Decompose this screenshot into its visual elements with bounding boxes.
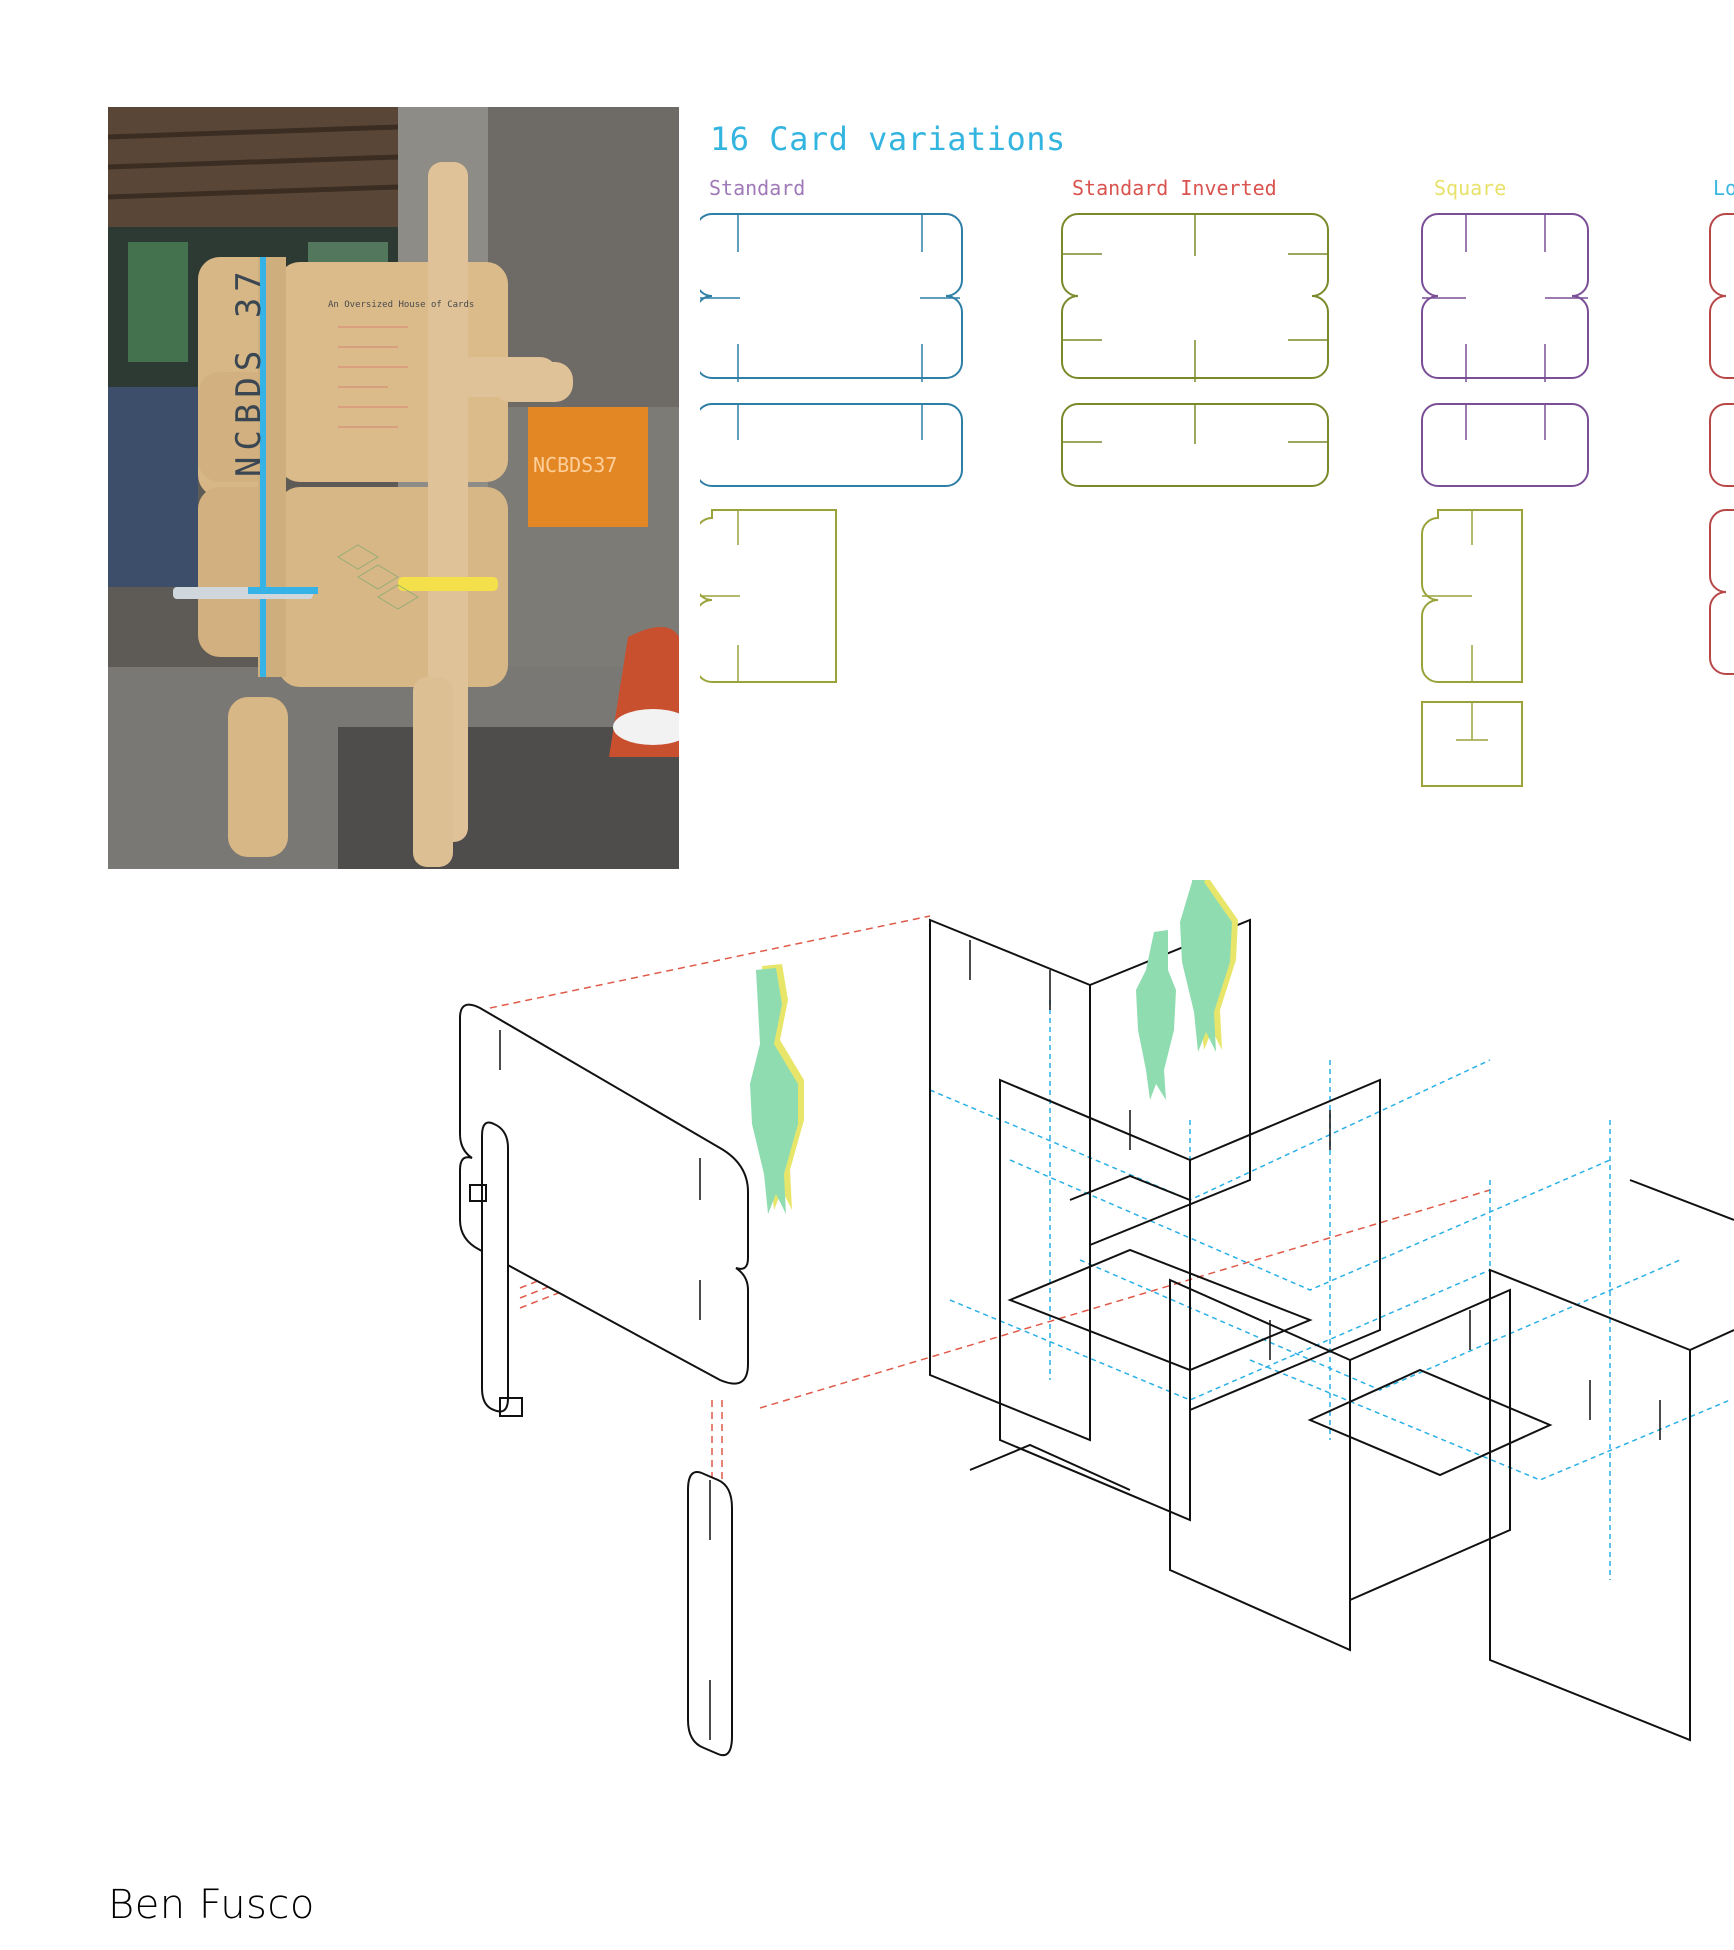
hidden-structure-lines <box>929 1000 1731 1580</box>
exploded-card-leg <box>481 1121 509 1413</box>
card-long-half <box>1709 403 1734 487</box>
panel-title-vertical: NCBDS 37 <box>229 265 269 477</box>
card-half-vertical <box>700 509 837 683</box>
category-label-standard-inverted: Standard Inverted <box>1072 176 1277 200</box>
assembly-panel-c <box>999 1078 1191 1522</box>
long-cards <box>1709 213 1734 675</box>
exploded-guide-lines <box>489 915 1491 1480</box>
page-title: 16 Card variations <box>710 120 1066 158</box>
category-label-long: Lo <box>1713 176 1734 200</box>
assembly-panel-h <box>1689 1329 1734 1351</box>
assembly-panel-d <box>1189 1078 1381 1411</box>
half-card <box>700 509 837 683</box>
category-label-standard: Standard <box>709 176 806 200</box>
connector-bracket-exploded <box>499 1397 523 1417</box>
connector-bracket <box>469 1184 487 1202</box>
card-standard-half <box>700 403 963 487</box>
square-half-cards <box>1421 509 1523 787</box>
card-square-half <box>1421 403 1589 487</box>
assembly-shelf-b <box>1307 1368 1553 1477</box>
standard-cards <box>700 213 963 487</box>
human-scale-figures <box>750 880 1238 1214</box>
assembly-shelf-c <box>1069 1174 1191 1201</box>
card-square-full <box>1421 213 1589 379</box>
card-long-full <box>1709 213 1734 379</box>
assembly-panel-a <box>929 918 1091 1442</box>
card-inverted-full <box>1061 213 1329 379</box>
assembly-panel-g <box>1489 1268 1691 1742</box>
single-card-exploded <box>459 1003 749 1757</box>
exploded-card-panel <box>459 1003 749 1385</box>
assembly-shelf-d <box>969 1443 1131 1491</box>
panel-subtitle: An Oversized House of Cards <box>328 300 474 310</box>
inverted-slots <box>1062 214 1328 444</box>
exploded-post <box>687 1471 733 1757</box>
exploded-axonometric-diagram <box>459 880 1734 1757</box>
figure-b <box>1180 880 1232 1052</box>
assembly-panel-f <box>1349 1288 1511 1601</box>
card-inverted-half <box>1061 403 1329 487</box>
assembled-structure <box>929 918 1734 1742</box>
inverted-cards <box>1061 213 1329 487</box>
assembly-panel-i <box>1629 1179 1734 1221</box>
card-square-small <box>1421 701 1523 787</box>
card-standard-full <box>700 213 963 379</box>
assembly-shelf-a <box>1007 1248 1313 1372</box>
square-cards <box>1421 213 1589 487</box>
installation-photo-illustration: NCBDS37 NCBDS 37 An Oversized House of C… <box>108 107 679 869</box>
assembly-panel-b <box>1089 918 1251 1246</box>
installation-photo: NCBDS37 NCBDS 37 An Oversized House of C… <box>108 107 679 869</box>
assembly-panel-e <box>1169 1278 1351 1652</box>
figure-a <box>750 968 798 1214</box>
card-variations-diagram <box>700 213 1734 787</box>
card-square-vertical <box>1421 509 1523 683</box>
category-label-square: Square <box>1434 176 1507 200</box>
author-name: Ben Fusco <box>108 1882 315 1928</box>
figure-c <box>1136 930 1176 1100</box>
card-long-vertical <box>1709 509 1734 675</box>
standard-slots <box>700 214 960 440</box>
sign-text: NCBDS37 <box>533 453 617 477</box>
